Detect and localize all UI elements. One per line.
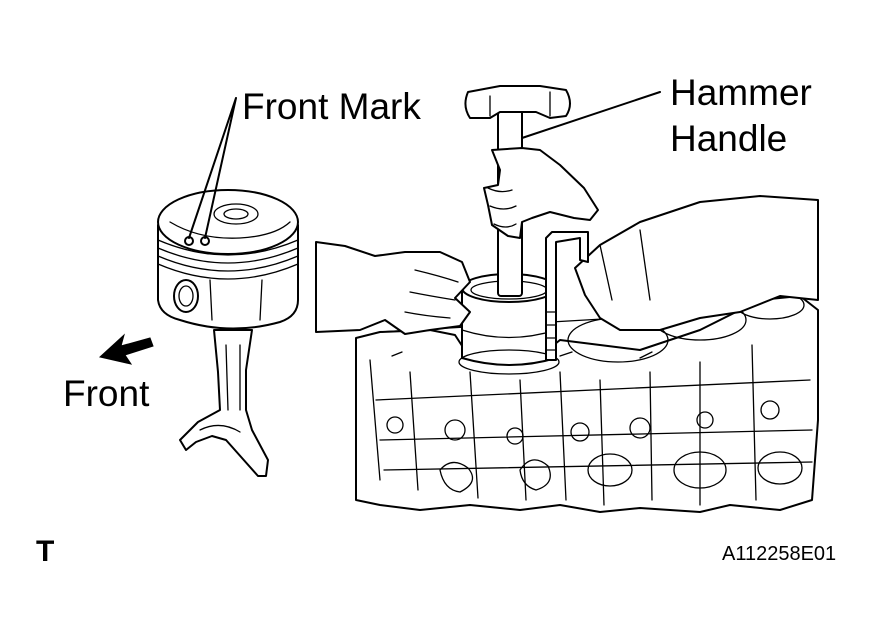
right-arm xyxy=(574,195,819,331)
front-mark-leader-line xyxy=(188,97,237,239)
left-arm xyxy=(315,241,471,335)
figure-code: A112258E01 xyxy=(722,543,837,565)
front-direction-arrow-icon xyxy=(98,333,154,365)
right-hand xyxy=(483,147,599,239)
piston xyxy=(157,189,299,330)
corner-mark: T xyxy=(36,535,55,568)
connecting-rod xyxy=(179,329,269,477)
hammer-handle-label-line1: Hammer xyxy=(670,72,812,113)
front-direction-label: Front xyxy=(63,373,150,414)
hammer-handle-label-line2: Handle xyxy=(670,118,788,159)
front-mark-label: Front Mark xyxy=(242,86,421,127)
hammer-handle-leader-line xyxy=(521,91,661,139)
